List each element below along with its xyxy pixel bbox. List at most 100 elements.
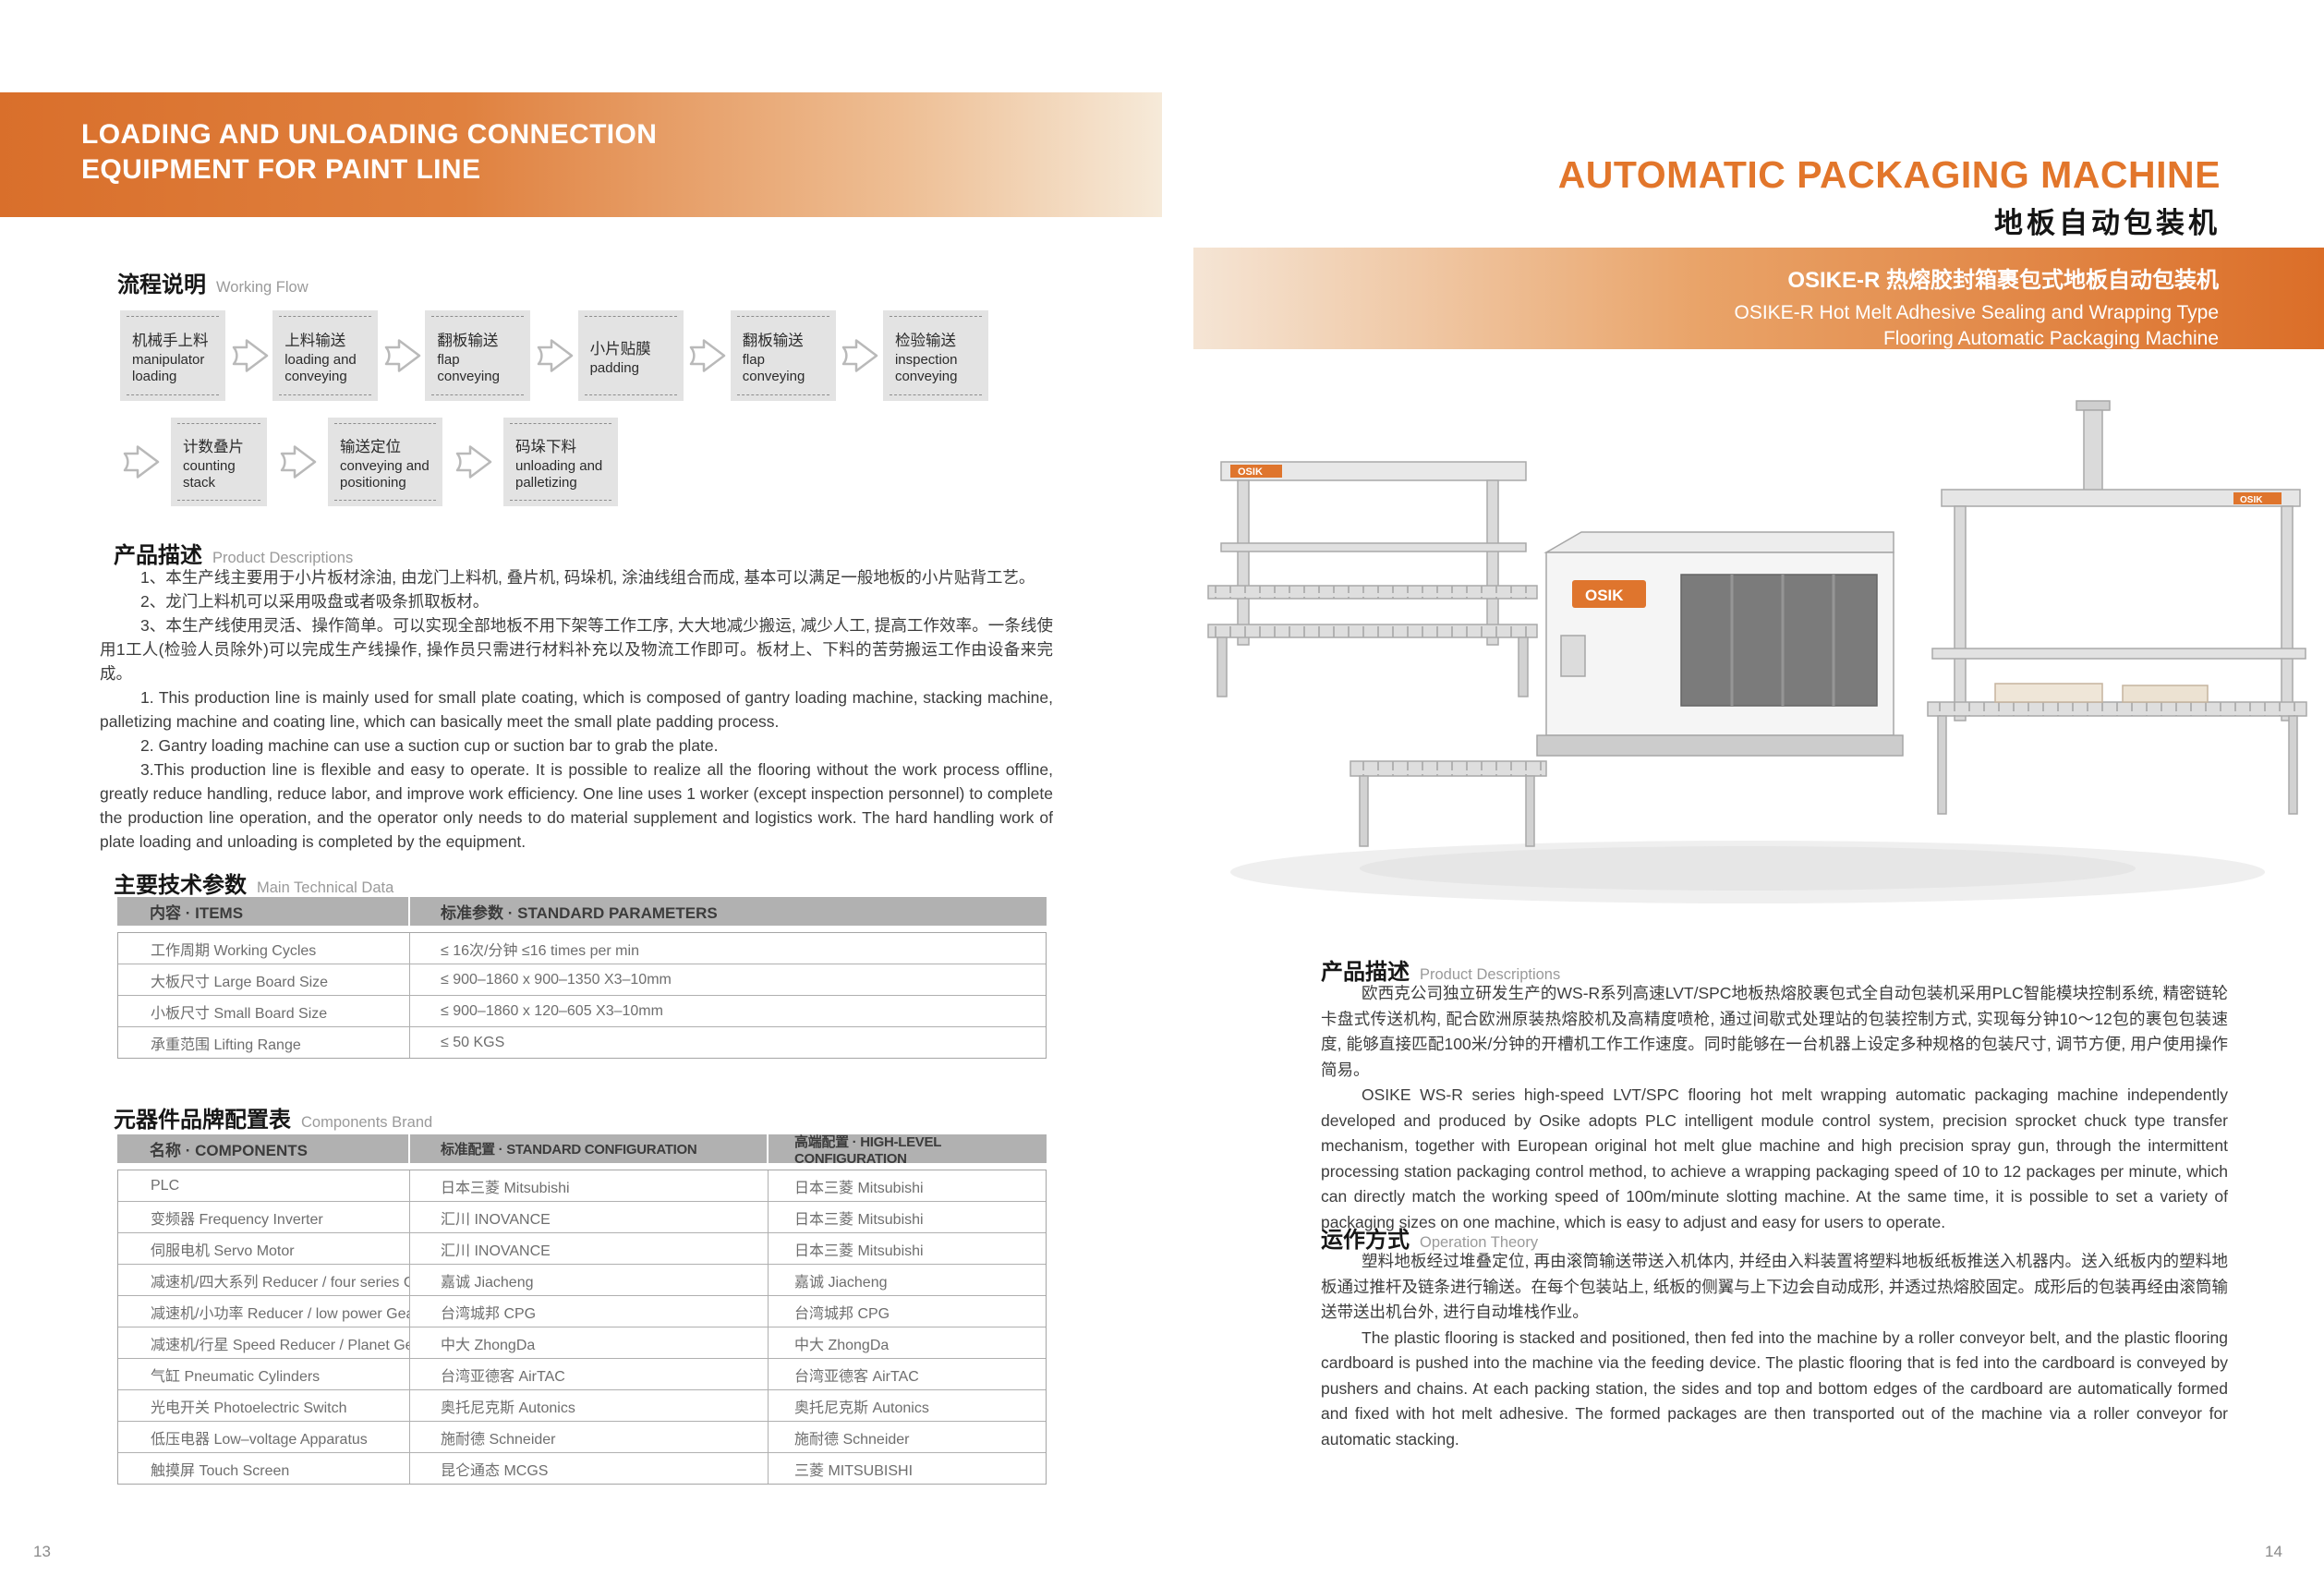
tech-item: 大板尺寸 Large Board Size <box>151 974 329 990</box>
flow-step-label-en: loading and conveying <box>284 351 357 384</box>
table-row: 光电开关 Photoelectric Switch 奥托尼克斯 Autonics… <box>118 1389 1046 1421</box>
flow-step-label-zh: 翻板输送 <box>437 332 499 349</box>
paragraph: 欧西克公司独立研发生产的WS-R系列高速LVT/SPC地板热熔胶裹包式全自动包装… <box>1321 984 2228 1079</box>
paragraph: 2、龙门上料机可以采用吸盘或者吸条抓取板材。 <box>140 592 490 611</box>
flow-arrow-icon <box>384 339 421 372</box>
operation-theory-heading-en: Operation Theory <box>1420 1234 1539 1251</box>
comp-standard: 奥托尼克斯 Autonics <box>409 1390 768 1421</box>
flow-arrow-icon <box>455 445 492 479</box>
components-brand-heading: 元器件品牌配置表 Components Brand <box>114 1101 432 1133</box>
flow-step-unloading-palletizing: 码垛下料 unloading and palletizing <box>503 418 618 506</box>
tech-value: ≤ 900–1860 x 900–1350 X3–10mm <box>409 964 1046 995</box>
tech-value: ≤ 900–1860 x 120–605 X3–10mm <box>409 996 1046 1026</box>
flow-arrow-icon <box>537 339 574 372</box>
flow-arrow-icon <box>232 339 268 372</box>
flow-step-label-en: unloading and palletizing <box>515 457 603 491</box>
comp-standard: 昆仑通态 MCGS <box>409 1453 768 1484</box>
tech-item: 承重范围 Lifting Range <box>151 1036 301 1053</box>
components-brand-heading-en: Components Brand <box>301 1114 433 1131</box>
flow-step-inspection-conveying: 检验输送 inspection conveying <box>882 310 988 401</box>
flow-step-flap-conveying-1: 翻板输送 flap conveying <box>425 310 531 401</box>
technical-data-table: 内容 · ITEMS 标准参数 · STANDARD PARAMETERS 工作… <box>117 897 1047 1059</box>
comp-col-header-standard: 标准配置 · STANDARD CONFIGURATION <box>408 1134 767 1163</box>
comp-high: 嘉诚 Jiacheng <box>768 1265 1046 1295</box>
right-page-title: AUTOMATIC PACKAGING MACHINE <box>1557 153 2221 196</box>
table-row: 工作周期 Working Cycles ≤ 16次/分钟 ≤16 times p… <box>118 933 1046 964</box>
working-flow-heading: 流程说明 Working Flow <box>117 266 309 298</box>
left-banner-title-line2: EQUIPMENT FOR PAINT LINE <box>81 154 481 185</box>
right-banner-line3: Flooring Automatic Packaging Machine <box>1882 328 2219 349</box>
comp-name: 光电开关 Photoelectric Switch <box>151 1400 347 1416</box>
machine-brand-label: OSIK <box>2240 495 2263 505</box>
flow-step-label-zh: 上料输送 <box>284 332 346 349</box>
table-row: 气缸 Pneumatic Cylinders 台湾亚德客 AirTAC 台湾亚德… <box>118 1358 1046 1389</box>
right-product-desc-heading-en: Product Descriptions <box>1420 966 1561 983</box>
right-page-number: 14 <box>2265 1543 2282 1560</box>
table-row: 减速机/四大系列 Reducer / four series Gearbox 嘉… <box>118 1264 1046 1295</box>
left-banner-title-line1: LOADING AND UNLOADING CONNECTION <box>81 119 658 150</box>
tech-value: ≤ 16次/分钟 ≤16 times per min <box>409 933 1046 964</box>
table-row: 大板尺寸 Large Board Size ≤ 900–1860 x 900–1… <box>118 964 1046 995</box>
comp-high: 三菱 MITSUBISHI <box>768 1453 1046 1484</box>
operation-theory-heading-zh: 运作方式 <box>1321 1228 1410 1253</box>
tech-item: 工作周期 Working Cycles <box>151 942 317 959</box>
comp-standard: 台湾亚德客 AirTAC <box>409 1359 768 1389</box>
table-row: 伺服电机 Servo Motor 汇川 INOVANCE 日本三菱 Mitsub… <box>118 1232 1046 1264</box>
flow-step-label-en: flap conveying <box>742 351 805 384</box>
left-product-desc-paragraphs: 1、本生产线主要用于小片板材涂油, 由龙门上料机, 叠片机, 码垛机, 涂油线组… <box>100 565 1053 854</box>
components-brand-heading-zh: 元器件品牌配置表 <box>114 1108 291 1133</box>
paragraph: 1. This production line is mainly used f… <box>100 688 1053 731</box>
technical-data-heading-en: Main Technical Data <box>257 879 394 896</box>
comp-high: 日本三菱 Mitsubishi <box>768 1202 1046 1232</box>
comp-standard: 嘉诚 Jiacheng <box>409 1265 768 1295</box>
right-banner-line2: OSIKE-R Hot Melt Adhesive Sealing and Wr… <box>1734 302 2219 323</box>
paragraph: 1、本生产线主要用于小片板材涂油, 由龙门上料机, 叠片机, 码垛机, 涂油线组… <box>140 568 1035 587</box>
flow-step-label-en: manipulator loading <box>132 351 205 384</box>
operation-theory-paragraphs: 塑料地板经过堆叠定位, 再由滚筒输送带送入机体内, 并经由入料装置将塑料地板纸板… <box>1321 1249 2228 1452</box>
comp-standard: 汇川 INOVANCE <box>409 1233 768 1264</box>
flow-arrow-icon <box>123 445 160 479</box>
working-flow-heading-zh: 流程说明 <box>117 273 206 297</box>
components-brand-table-body: PLC 日本三菱 Mitsubishi 日本三菱 Mitsubishi 变频器 … <box>117 1170 1047 1485</box>
table-row: 减速机/行星 Speed Reducer / Planet Gearbox 中大… <box>118 1327 1046 1358</box>
right-product-desc-heading: 产品描述 Product Descriptions <box>1321 953 1560 986</box>
flow-arrow-icon <box>280 445 317 479</box>
flow-step-label-en: conveying and positioning <box>340 457 430 491</box>
flow-step-manipulator-loading: 机械手上料 manipulator loading <box>120 310 225 401</box>
technical-data-heading-zh: 主要技术参数 <box>114 873 247 898</box>
right-banner-line1: OSIKE-R 热熔胶封箱裹包式地板自动包装机 <box>1787 268 2219 293</box>
paragraph: The plastic flooring is stacked and posi… <box>1321 1327 2228 1449</box>
table-row: PLC 日本三菱 Mitsubishi 日本三菱 Mitsubishi <box>118 1170 1046 1201</box>
flow-step-label-zh: 码垛下料 <box>515 438 576 455</box>
flow-step-label-en: counting stack <box>183 457 236 491</box>
tech-item: 小板尺寸 Small Board Size <box>151 1005 328 1022</box>
paragraph: 3.This production line is flexible and e… <box>100 760 1053 851</box>
comp-name: 低压电器 Low–voltage Apparatus <box>151 1431 368 1448</box>
flow-step-flap-conveying-2: 翻板输送 flap conveying <box>730 310 836 401</box>
table-row: 变频器 Frequency Inverter 汇川 INOVANCE 日本三菱 … <box>118 1201 1046 1232</box>
working-flow-row1: 机械手上料 manipulator loading 上料输送 loading a… <box>120 310 988 401</box>
comp-standard: 汇川 INOVANCE <box>409 1202 768 1232</box>
comp-standard: 日本三菱 Mitsubishi <box>409 1170 768 1201</box>
table-row: 承重范围 Lifting Range ≤ 50 KGS <box>118 1026 1046 1058</box>
flow-arrow-icon <box>842 339 878 372</box>
comp-high: 日本三菱 Mitsubishi <box>768 1170 1046 1201</box>
paragraph: 3、本生产线使用灵活、操作简单。可以实现全部地板不用下架等工作工序, 大大地减少… <box>100 616 1053 683</box>
right-product-desc-paragraphs: 欧西克公司独立研发生产的WS-R系列高速LVT/SPC地板热熔胶裹包式全自动包装… <box>1321 981 2228 1235</box>
technical-data-heading: 主要技术参数 Main Technical Data <box>114 867 393 899</box>
right-product-desc-heading-zh: 产品描述 <box>1321 960 1410 985</box>
table-row: 减速机/小功率 Reducer / low power Gearbox 台湾城邦… <box>118 1295 1046 1327</box>
comp-standard: 中大 ZhongDa <box>409 1327 768 1358</box>
comp-high: 奥托尼克斯 Autonics <box>768 1390 1046 1421</box>
components-brand-table: 名称 · COMPONENTS 标准配置 · STANDARD CONFIGUR… <box>117 1134 1047 1485</box>
working-flow-heading-en: Working Flow <box>216 279 309 296</box>
left-banner-title: LOADING AND UNLOADING CONNECTION EQUIPME… <box>0 92 1162 188</box>
right-page-banner: OSIKE-R 热熔胶封箱裹包式地板自动包装机 OSIKE-R Hot Melt… <box>1193 248 2324 349</box>
tech-col-header-standard: 标准参数 · STANDARD PARAMETERS <box>408 897 1047 926</box>
technical-data-table-body: 工作周期 Working Cycles ≤ 16次/分钟 ≤16 times p… <box>117 932 1047 1059</box>
flow-step-label-zh: 翻板输送 <box>742 332 804 349</box>
machine-brand-label: OSIK <box>1238 467 1263 478</box>
comp-name: PLC <box>151 1177 180 1194</box>
comp-name: 触摸屏 Touch Screen <box>151 1462 290 1479</box>
